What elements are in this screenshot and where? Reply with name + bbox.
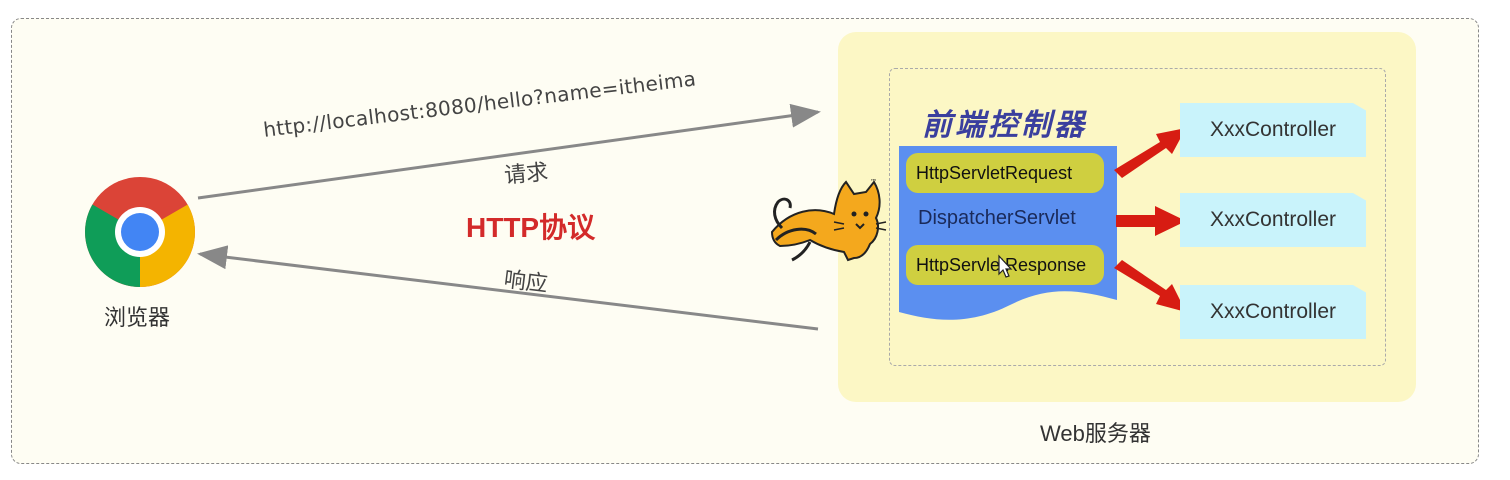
web-server-label: Web服务器 [1040,421,1151,446]
red-arrow-2 [1116,206,1186,236]
red-arrow-3 [1114,260,1186,312]
tomcat-logo-icon: ™ [770,178,887,262]
response-label: 响应 [502,266,550,297]
request-arrow [197,103,821,200]
front-controller-title: 前端控制器 [922,108,1087,143]
http-servlet-response: HttpServletResponse [906,245,1104,285]
browser-label: 浏览器 [104,305,171,330]
http-servlet-response-label: HttpServletResponse [916,254,1087,275]
controller-3-label: XxxController [1209,300,1337,323]
svg-text:™: ™ [870,178,877,186]
request-label: 请求 [503,159,550,188]
controller-1-label: XxxController [1209,118,1337,141]
dispatcher-servlet-label: DispatcherServlet [918,207,1076,229]
controller-3: XxxController [1180,285,1366,339]
protocol-label: HTTP协议 [466,212,596,243]
response-arrow [197,245,819,331]
red-arrow-1 [1114,128,1186,178]
chrome-browser-icon [85,177,195,287]
http-servlet-request: HttpServletRequest [906,153,1104,193]
red-arrows [1114,128,1186,312]
controller-2: XxxController [1180,193,1366,247]
framework-region [889,68,1386,366]
controller-2-label: XxxController [1209,208,1337,231]
http-servlet-request-label: HttpServletRequest [916,162,1073,183]
controller-1: XxxController [1180,103,1366,157]
